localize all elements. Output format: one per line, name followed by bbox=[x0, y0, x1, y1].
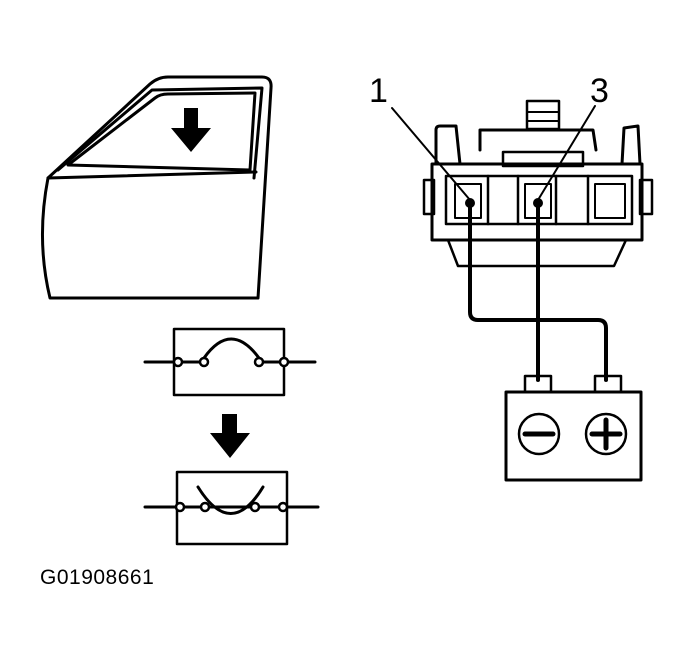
figure-code: G01908661 bbox=[40, 566, 155, 589]
switch-state-closed bbox=[143, 470, 320, 546]
switch-state-open bbox=[143, 327, 317, 397]
callout-leaders bbox=[391, 105, 596, 201]
battery-positive-terminal-icon bbox=[584, 412, 628, 456]
car-door-icon bbox=[41, 75, 273, 300]
transition-down-arrow-icon bbox=[210, 414, 250, 458]
battery-icon bbox=[504, 374, 643, 482]
callout-label-terminal-1: 1 bbox=[369, 72, 388, 110]
window-switch-connector-icon bbox=[422, 99, 654, 268]
battery-negative-terminal-icon bbox=[517, 412, 561, 456]
window-down-arrow-icon bbox=[171, 108, 211, 152]
callout-label-terminal-3: 3 bbox=[590, 72, 609, 110]
